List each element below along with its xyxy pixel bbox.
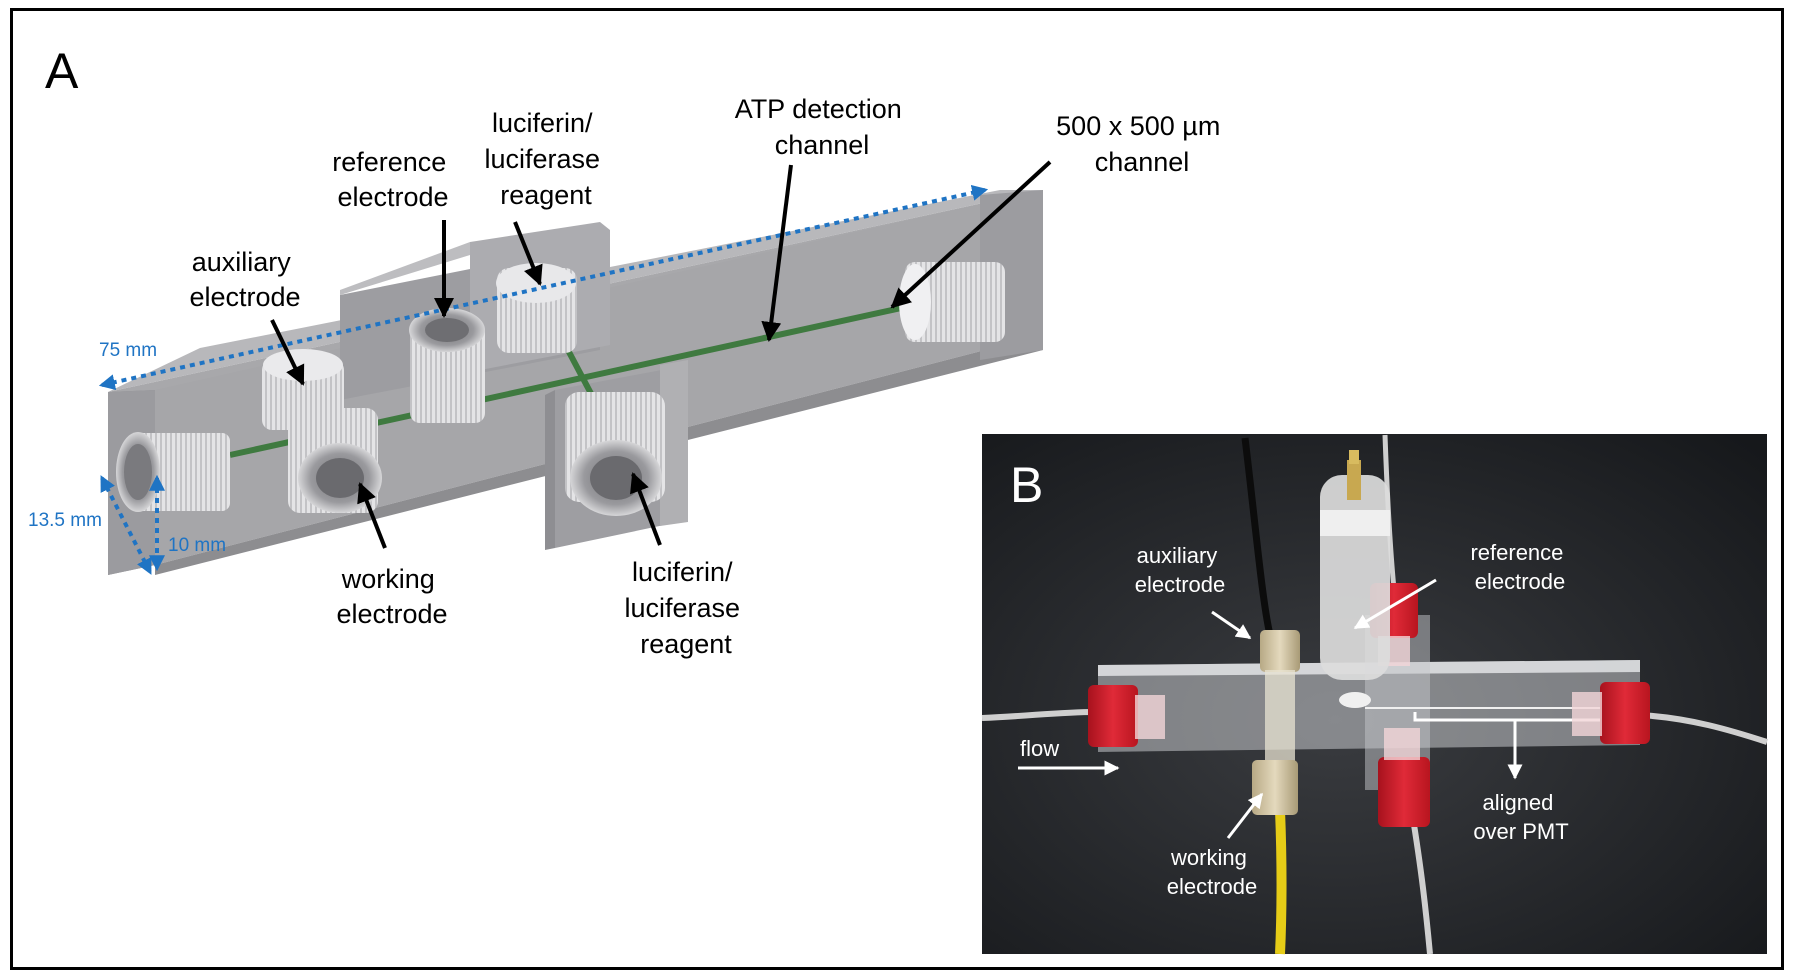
- red-fitting-bottom: [1378, 728, 1430, 827]
- label-reference-electrode-b: reference electrode: [1470, 540, 1569, 594]
- dim-height-arrow: [100, 475, 152, 575]
- fitting-luciferin-bottom: [565, 392, 665, 516]
- dim-length-arrow: [98, 184, 989, 391]
- panel-a-callout-arrows: [270, 160, 1052, 549]
- label-aligned-pmt-b: aligned over PMT: [1473, 790, 1568, 844]
- tan-fitting-auxiliary: [1260, 630, 1300, 770]
- label-reference-electrode-a: reference electrode: [332, 147, 454, 212]
- panel-a-letter: A: [45, 43, 79, 99]
- fitting-working: [288, 408, 382, 513]
- panel-a: A: [28, 43, 1228, 659]
- fitting-inlet: [116, 432, 230, 512]
- red-fitting-right: [1572, 682, 1650, 744]
- label-luciferin-top-a: luciferin/ luciferase reagent: [484, 108, 607, 210]
- label-working-electrode-b: working electrode: [1167, 845, 1258, 899]
- dim-length-label: 75 mm: [99, 340, 157, 361]
- label-luciferin-bottom-a: luciferin/ luciferase reagent: [624, 557, 747, 659]
- label-auxiliary-electrode-a: auxiliary electrode: [189, 247, 300, 312]
- panel-b-letter: B: [1010, 457, 1043, 513]
- panel-b: B auxiliary electrode reference electrod…: [981, 434, 1768, 955]
- tan-fitting-working: [1252, 760, 1298, 815]
- figure-frame: [10, 8, 1784, 970]
- fitting-outlet: [899, 262, 1005, 342]
- label-atp-channel-a: ATP detection channel: [735, 94, 910, 160]
- dim-height-label: 13.5 mm: [28, 510, 102, 531]
- red-fitting-left: [1088, 685, 1165, 747]
- label-channel-size-a: 500 x 500 µm channel: [1056, 111, 1228, 177]
- reference-electrode-body: [1320, 450, 1390, 708]
- label-working-electrode-a: working electrode: [336, 564, 447, 629]
- label-flow-b: flow: [1020, 736, 1059, 761]
- fitting-reference: [409, 308, 485, 423]
- dim-width-label: 10 mm: [168, 535, 226, 556]
- dimension-arrows: [98, 184, 989, 575]
- label-auxiliary-electrode-b: auxiliary electrode: [1135, 543, 1226, 597]
- panel-b-callout-arrows: [1018, 578, 1523, 839]
